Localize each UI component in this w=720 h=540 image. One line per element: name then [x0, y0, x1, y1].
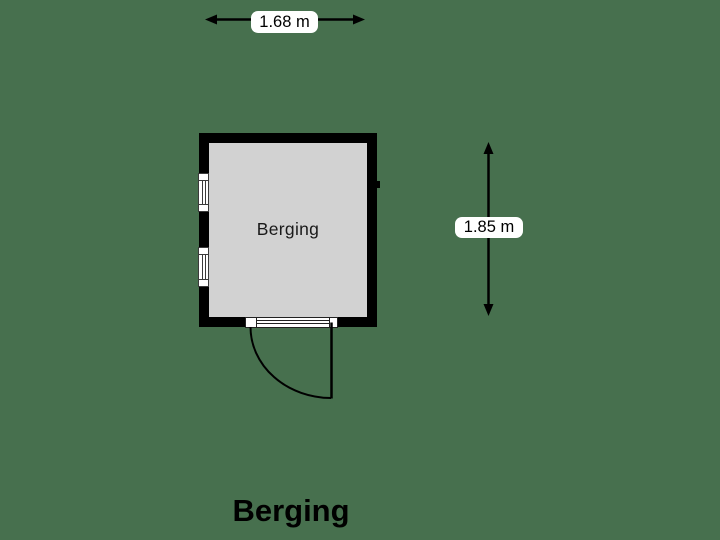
door-jamb-right [329, 317, 338, 328]
width-arrow-left-head-icon [205, 14, 217, 25]
window-sill [199, 248, 208, 255]
height-arrow-top-head-icon [483, 142, 494, 154]
height-dimension-label: 1.85 m [455, 217, 523, 238]
door-sill-lines [257, 317, 329, 328]
door-swing-arc [249, 326, 332, 399]
window-lower [198, 247, 209, 287]
window-sill [199, 279, 208, 286]
width-arrow-right-head-icon [353, 14, 365, 25]
window-glazing [199, 181, 208, 204]
height-arrow-bottom-head-icon [483, 304, 494, 316]
width-dimension-label: 1.68 m [251, 11, 318, 33]
window-sill [199, 174, 208, 181]
window-sill [199, 204, 208, 211]
window-upper [198, 173, 209, 212]
room-floor: Berging [209, 143, 367, 317]
plan-title: Berging [232, 493, 350, 528]
wall-junction-notch [377, 181, 380, 188]
room-name-label: Berging [256, 218, 320, 239]
window-glazing [199, 255, 208, 279]
